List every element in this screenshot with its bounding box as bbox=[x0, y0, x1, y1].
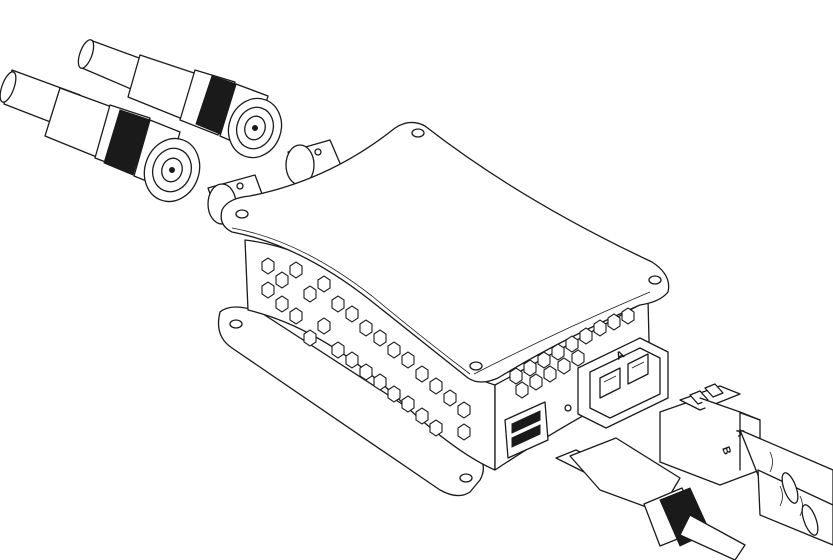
lc-fiber-connector: B A bbox=[659, 383, 833, 546]
mount-hole-left bbox=[229, 319, 243, 329]
lid-screw-left bbox=[235, 209, 249, 219]
usb-c-cable bbox=[555, 437, 746, 560]
fiber-label-a: A bbox=[733, 427, 747, 439]
sfp-port: A bbox=[577, 337, 669, 429]
status-led bbox=[564, 404, 572, 412]
bnc-center-pin-upper bbox=[252, 125, 258, 131]
bnc-knurled-ring-lower bbox=[103, 109, 151, 176]
usb-port bbox=[504, 401, 572, 459]
lid-screw-right bbox=[648, 275, 662, 285]
lid-screw-back bbox=[411, 128, 425, 138]
bnc-center-pin-lower bbox=[169, 167, 175, 173]
mount-hole-front bbox=[459, 473, 473, 483]
fiber-label-b: B bbox=[719, 445, 733, 457]
vent-holes-side bbox=[261, 257, 471, 441]
bnc-cable-upper bbox=[77, 39, 283, 159]
bnc-cable-lower bbox=[0, 69, 201, 203]
vent-holes-front bbox=[509, 307, 635, 399]
enclosure-lid bbox=[220, 121, 670, 383]
lid-screw-front bbox=[469, 361, 483, 371]
